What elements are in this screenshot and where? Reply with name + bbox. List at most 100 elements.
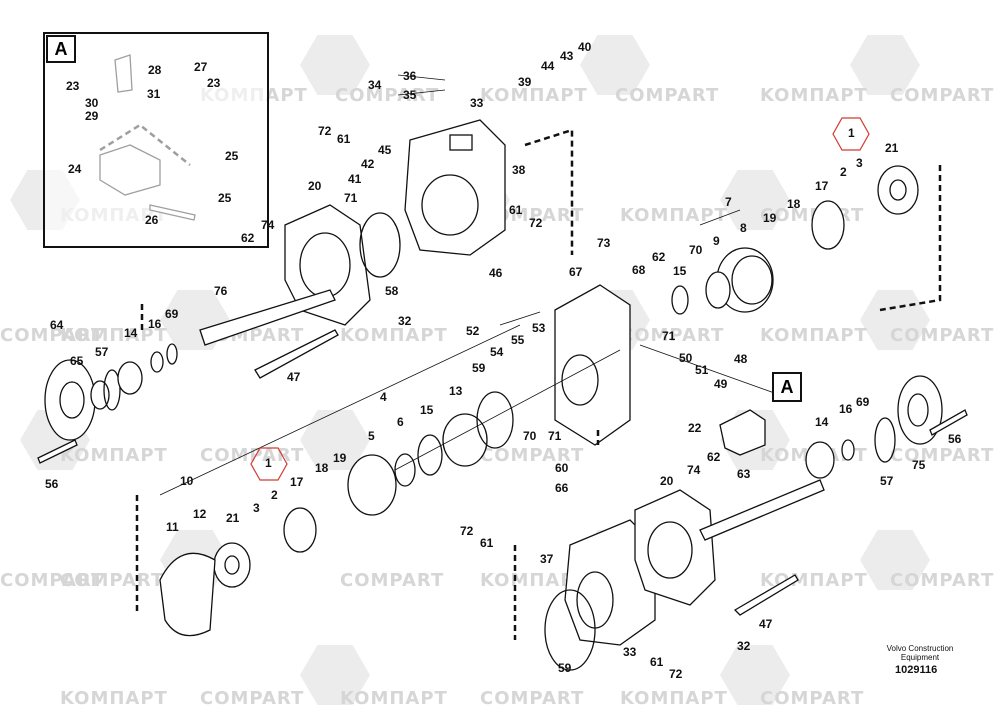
retainer-plate-17-lower [283,507,317,553]
shoe-plate-21-lower-bore [224,555,240,575]
watermark-text: KOMПАРТ [340,325,448,346]
assembly-marker-lower [250,447,288,481]
watermark-text: COMPART [620,325,725,346]
detail-a-callout: A [772,372,802,402]
valve-plate-6 [394,453,416,487]
valve-plate-8 [705,271,731,309]
callout-number: 7 [725,195,732,209]
retainer-plate-17-upper [811,200,845,250]
leader-line-3 [639,344,781,396]
callout-number: 73 [597,236,611,250]
callout-number: 74 [687,463,701,477]
callout-number: 65 [70,354,84,368]
callout-number: 2 [271,488,278,502]
callout-number: 64 [50,318,64,332]
housing-bore-upper [421,174,479,236]
callout-number: 75 [912,458,926,472]
callout-number: 14 [815,415,829,429]
callout-number: 33 [470,96,484,110]
assembly-marker-upper [832,117,870,151]
callout-number: 25 [225,149,239,163]
callout-number: 2 [840,165,847,179]
callout-number: 54 [490,345,504,359]
watermark-text: KOMПАРТ [620,205,728,226]
callout-number: 4 [380,390,387,404]
watermark-text: KOMПАРТ [760,85,868,106]
callout-number: 9 [713,234,720,248]
flange-75-bore [907,393,929,427]
callout-number: 32 [398,314,412,328]
callout-number: 38 [512,163,526,177]
callout-number: 37 [540,552,554,566]
callout-number: 56 [948,432,962,446]
callout-number: 50 [679,351,693,365]
callout-number: 8 [740,221,747,235]
watermark-text: COMPART [760,688,865,709]
watermark-text: COMPART [480,688,585,709]
callout-number: 26 [145,213,159,227]
gear-13 [442,413,488,467]
watermark-hex [850,35,920,95]
detail-a-label: A [46,35,76,63]
watermark-text: KOMПАРТ [620,688,728,709]
callout-number: 17 [290,475,304,489]
callout-number: 23 [66,79,80,93]
callout-number: 69 [165,307,179,321]
snap-ring-57 [103,369,121,411]
watermark-hex [860,290,930,350]
callout-number: 13 [449,384,463,398]
callout-number: 44 [541,59,555,73]
callout-number: 72 [529,216,543,230]
bearing-14 [117,361,143,395]
company-caption: Volvo Construction Equipment [870,644,970,662]
callout-number: 18 [787,197,801,211]
callout-number: 27 [194,60,208,74]
snap-ring-69 [166,343,178,365]
watermark-text: KOMПАРТ [760,325,868,346]
callout-number: 53 [532,321,546,335]
cylinder-block-5 [347,454,397,516]
swash-plate-11 [159,552,216,637]
callout-number: 21 [226,511,240,525]
leader-line-7 [499,311,541,326]
callout-number: 55 [511,333,525,347]
callout-number: 51 [695,363,709,377]
callout-number: 60 [555,461,569,475]
callout-number: 24 [68,162,82,176]
housing-bore-lower [576,571,614,629]
callout-number: 21 [885,141,899,155]
callout-number: 32 [737,639,751,653]
port-block-bore-lower [647,521,693,579]
watermark-text: COMPART [335,85,440,106]
callout-number: 16 [839,402,853,416]
watermark-hex [720,170,790,230]
ring-16-lower [841,439,855,461]
callout-number: 72 [460,524,474,538]
callout-number: 40 [578,40,592,54]
gear-15-upper [671,285,689,315]
callout-number: 47 [287,370,301,384]
callout-number: 71 [662,329,676,343]
callout-number: 33 [623,645,637,659]
callout-number: 76 [214,284,228,298]
callout-number: 59 [472,361,486,375]
callout-number: 19 [333,451,347,465]
shoe-plate-21-upper-bore [889,179,907,201]
callout-number: 49 [714,377,728,391]
detail-a-frame [43,32,269,248]
callout-number: 25 [218,191,232,205]
callout-number: 57 [880,474,894,488]
callout-number: 61 [480,536,494,550]
callout-number: 61 [650,655,664,669]
callout-number: 45 [378,143,392,157]
callout-number: 15 [420,403,434,417]
watermark-text: COMPART [200,688,305,709]
callout-number: 34 [368,78,382,92]
callout-number: 62 [241,231,255,245]
callout-number: 6 [397,415,404,429]
callout-number: 23 [207,76,221,90]
callout-number: 71 [344,191,358,205]
callout-number: 56 [45,477,59,491]
callout-number: 68 [632,263,646,277]
